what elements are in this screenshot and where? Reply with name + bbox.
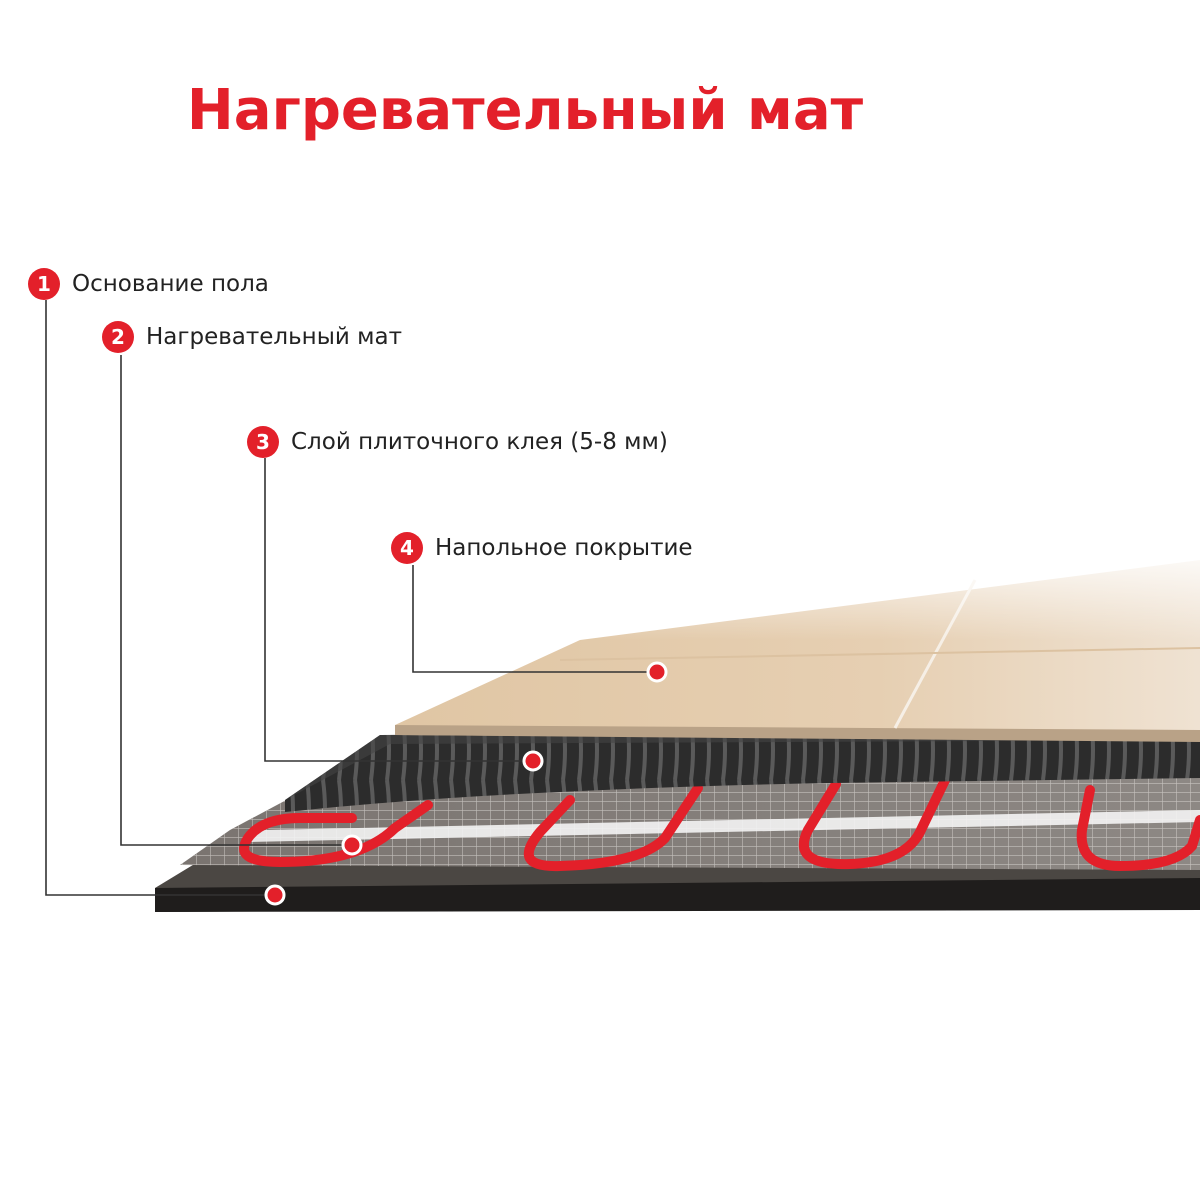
leader-line-1 xyxy=(45,300,275,896)
callout-heating-mat: 2 Нагревательный мат xyxy=(102,321,402,353)
callout-label: Напольное покрытие xyxy=(435,535,693,561)
callout-number-badge: 3 xyxy=(247,426,279,458)
pointer-dot-2 xyxy=(341,834,363,856)
pointer-dot-4 xyxy=(646,661,668,683)
callout-tile-adhesive: 3 Слой плиточного клея (5-8 мм) xyxy=(247,426,668,458)
callout-label: Слой плиточного клея (5-8 мм) xyxy=(291,429,668,455)
callout-label: Основание пола xyxy=(72,271,269,297)
pointer-dot-3 xyxy=(522,750,544,772)
leader-line-3 xyxy=(264,458,533,762)
callout-label: Нагревательный мат xyxy=(146,324,402,350)
floor-covering-layer xyxy=(395,540,1200,742)
callout-floor-base: 1 Основание пола xyxy=(28,268,269,300)
callout-number-badge: 2 xyxy=(102,321,134,353)
leader-lines xyxy=(45,300,657,896)
callout-number-badge: 1 xyxy=(28,268,60,300)
callout-number-badge: 4 xyxy=(391,532,423,564)
callout-floor-covering: 4 Напольное покрытие xyxy=(391,532,693,564)
page-title: Нагревательный мат xyxy=(186,78,864,143)
heating-cable xyxy=(239,773,1200,872)
leader-line-2 xyxy=(120,355,352,846)
pointer-dots xyxy=(264,661,668,906)
leader-line-4 xyxy=(412,565,657,673)
pointer-dot-1 xyxy=(264,884,286,906)
